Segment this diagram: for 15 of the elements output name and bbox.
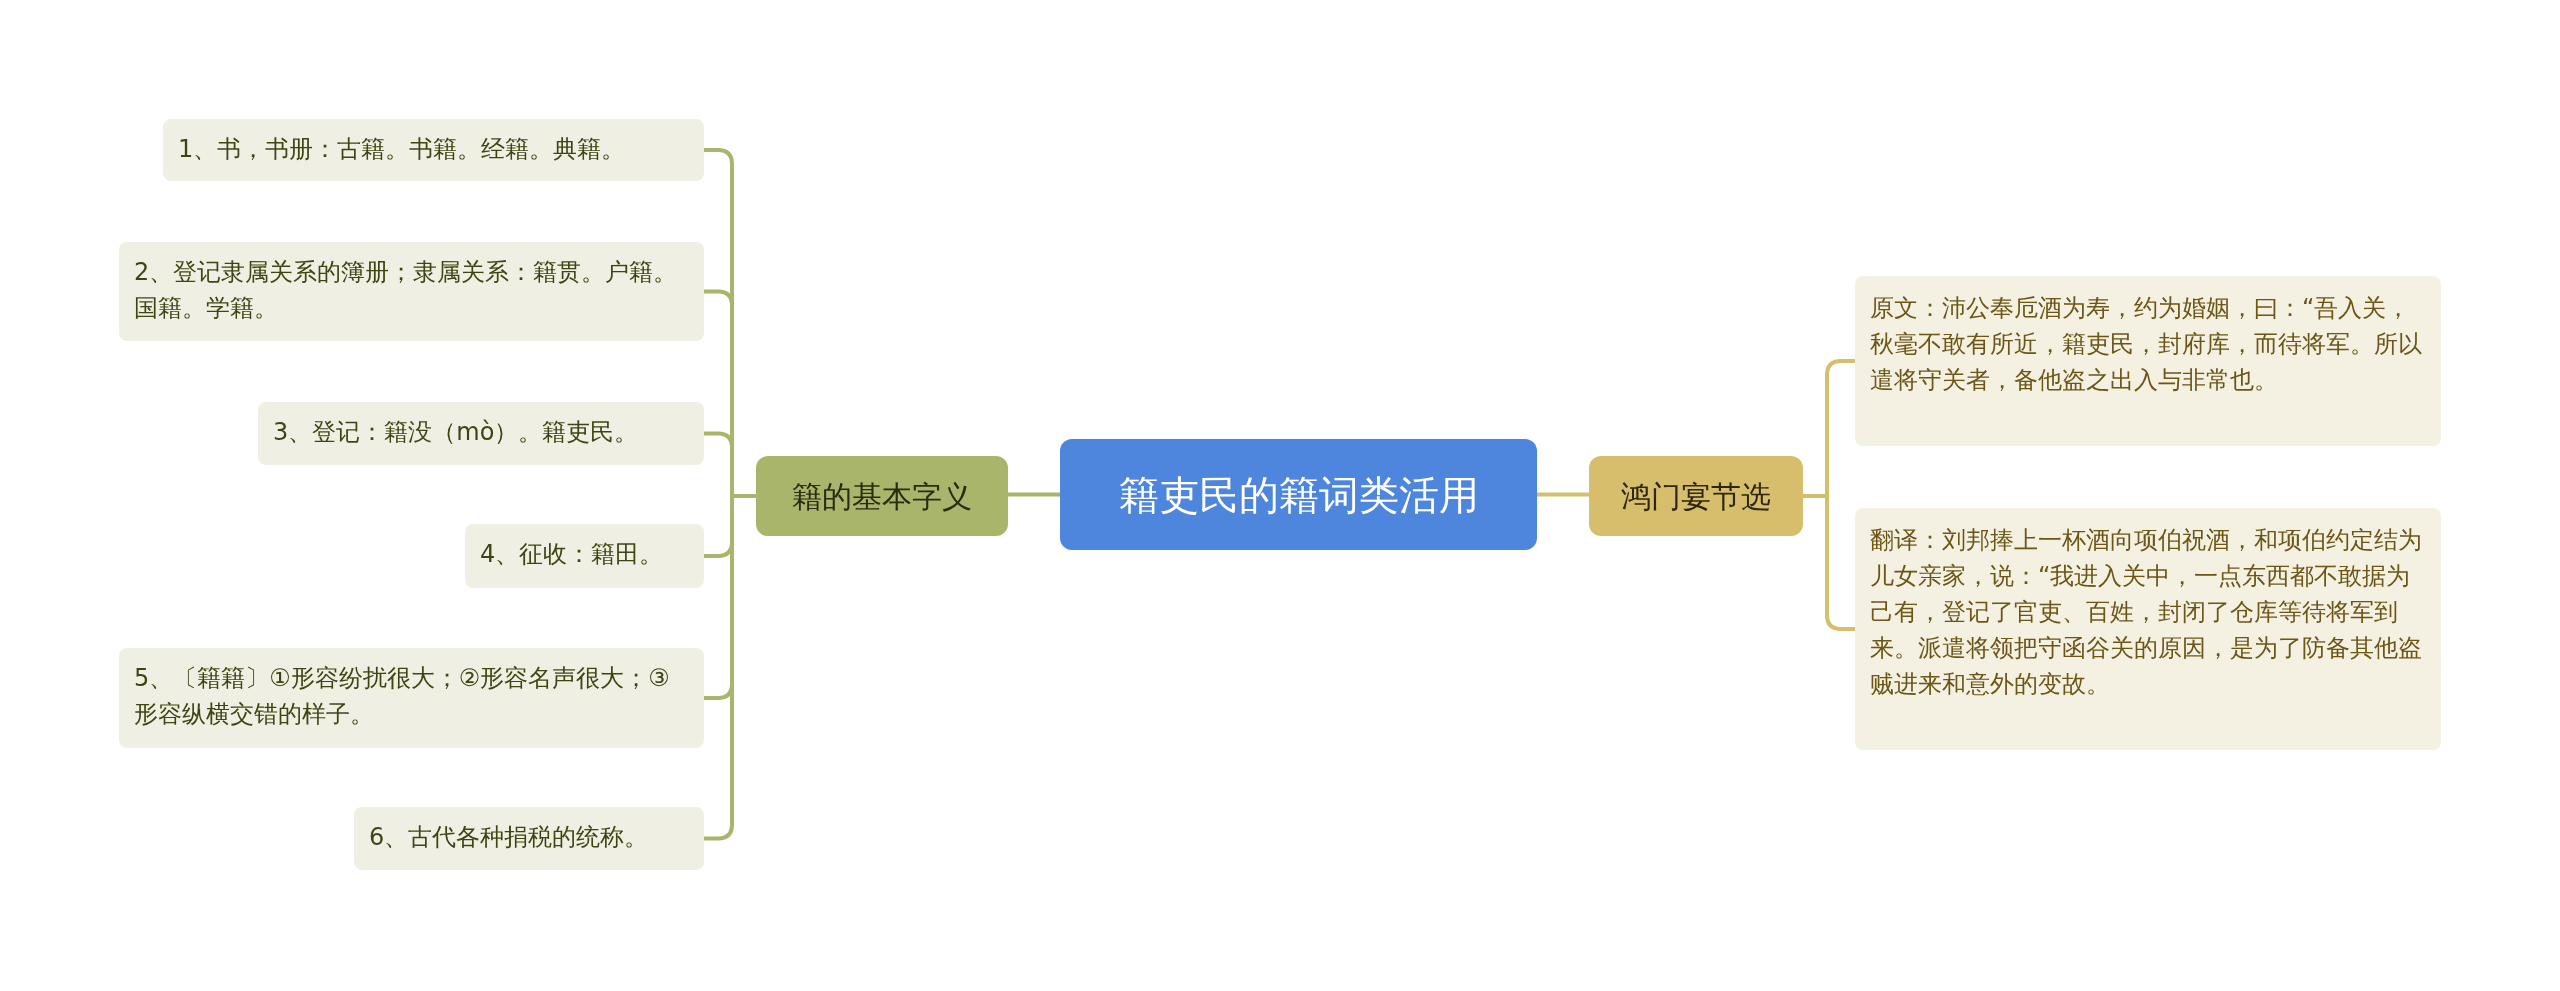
connector-line: [1803, 494, 1855, 631]
subtopic-box: 6、古代各种捐税的统称。: [354, 807, 704, 870]
branch-topic: 鸿门宴节选: [1589, 456, 1803, 536]
connector-line: [1008, 492, 1060, 497]
subtopic-box: 原文：沛公奉卮酒为寿，约为婚姻，曰：“吾入关，秋毫不敢有所近，籍吏民，封府库，而待将军。所以遣将守关者，备他盗之出入与非常也。: [1855, 276, 2441, 446]
subtopic-box: 翻译：刘邦捧上一杯酒向项伯祝酒，和项伯约定结为儿女亲家，说：“我进入关中，一点东西都不敢据为己有，登记了官吏、百姓，封闭了仓库等待将军到来。派遣将领把守函谷关的原因，是为了防备其他盗贼进来和意外的变故。: [1855, 508, 2441, 750]
subtopic-box: 5、〔籍籍〕①形容纷扰很大；②形容名声很大；③形容纵横交错的样子。: [119, 648, 704, 748]
branch-topic: 籍的基本字义: [756, 456, 1008, 536]
subtopic-box: 1、书，书册：古籍。书籍。经籍。典籍。: [163, 119, 704, 181]
central-topic: 籍吏民的籍词类活用: [1060, 439, 1537, 550]
connector-line: [1537, 492, 1589, 497]
subtopic-box: 4、征收：籍田。: [465, 524, 704, 588]
subtopic-box: 2、登记隶属关系的簿册；隶属关系：籍贯。户籍。国籍。学籍。: [119, 242, 704, 341]
connector-line: [704, 494, 756, 841]
subtopic-box: 3、登记：籍没（mò）。籍吏民。: [258, 402, 704, 465]
